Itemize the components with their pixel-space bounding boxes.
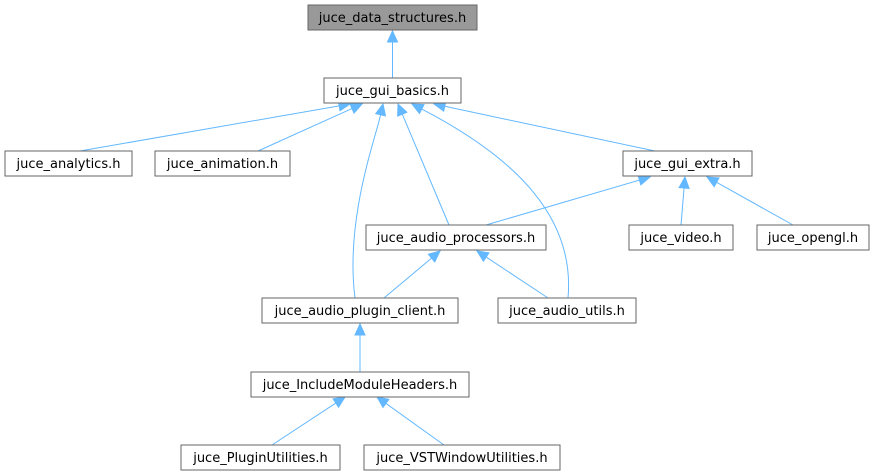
node-juce-plugin-utilities[interactable]: juce_PluginUtilities.h: [180, 444, 341, 471]
edge-line: [383, 257, 432, 299]
edge-vst_window_utilities-to-include_module_headers: [376, 396, 445, 446]
edge-audio_plugin_client-to-gui_basics: [352, 102, 387, 299]
edge-line: [444, 105, 656, 152]
node-label: juce_analytics.h: [16, 157, 121, 172]
node-juce-audio-plugin-client[interactable]: juce_audio_plugin_client.h: [261, 297, 459, 324]
node-label: juce_audio_plugin_client.h: [274, 304, 446, 319]
arrowhead: [410, 103, 425, 115]
node-label: juce_audio_processors.h: [376, 231, 535, 246]
arrowhead: [354, 322, 366, 336]
node-label: juce_VSTWindowUtilities.h: [375, 451, 547, 466]
edge-line: [79, 105, 340, 152]
node-label: juce_gui_basics.h: [335, 84, 449, 99]
arrowhead: [637, 174, 652, 186]
arrowhead: [349, 103, 364, 114]
edge-opengl-to-gui_extra: [705, 176, 794, 226]
edge-line: [716, 181, 794, 226]
edge-line: [421, 108, 570, 299]
arrowhead: [374, 102, 387, 117]
node-label: juce_opengl.h: [767, 231, 858, 246]
arrowhead: [678, 175, 690, 189]
node-juce-analytics[interactable]: juce_analytics.h: [4, 150, 133, 177]
edge-line: [680, 187, 685, 226]
edge-include_module_headers-to-audio_plugin_client: [354, 322, 366, 372]
edge-line: [485, 179, 640, 226]
node-juce-vst-window-utilities[interactable]: juce_VSTWindowUtilities.h: [363, 444, 561, 471]
node-label: juce_IncludeModuleHeaders.h: [262, 378, 458, 393]
node-juce-data-structures[interactable]: juce_data_structures.h: [307, 4, 478, 31]
edge-video-to-gui_extra: [678, 175, 690, 226]
arrowhead: [397, 102, 408, 117]
edge-audio_utils-to-gui_basics: [410, 103, 570, 299]
edge-audio_processors-to-gui_basics: [397, 102, 450, 226]
node-label: juce_gui_extra.h: [633, 157, 740, 172]
node-label: juce_animation.h: [166, 157, 278, 172]
edge-audio_processors-to-gui_extra: [485, 174, 652, 226]
node-label: juce_data_structures.h: [318, 11, 466, 26]
node-juce-audio-processors[interactable]: juce_audio_processors.h: [365, 224, 547, 251]
edges: [79, 29, 794, 446]
edge-line: [401, 113, 450, 226]
arrowhead: [376, 396, 390, 409]
node-label: juce_PluginUtilities.h: [192, 451, 328, 466]
edge-line: [385, 402, 445, 446]
node-label: juce_video.h: [639, 231, 721, 246]
node-juce-include-module-headers[interactable]: juce_IncludeModuleHeaders.h: [250, 371, 470, 398]
nodes: juce_data_structures.h juce_gui_basics.h…: [4, 4, 870, 471]
node-juce-gui-basics[interactable]: juce_gui_basics.h: [323, 77, 462, 104]
arrowhead: [705, 176, 720, 188]
node-juce-gui-extra[interactable]: juce_gui_extra.h: [622, 150, 753, 177]
arrowhead: [475, 250, 490, 263]
edge-animation-to-gui_basics: [257, 103, 364, 152]
node-juce-audio-utils[interactable]: juce_audio_utils.h: [497, 297, 637, 324]
arrowhead: [386, 29, 399, 43]
edge-audio_plugin_client-to-audio_processors: [383, 250, 441, 299]
edge-audio_utils-to-audio_processors: [475, 250, 549, 299]
edge-gui_basics-to-data_structures: [386, 29, 399, 78]
edge-line: [352, 114, 382, 299]
node-juce-animation[interactable]: juce_animation.h: [154, 150, 291, 177]
arrowhead: [332, 396, 347, 409]
edge-analytics-to-gui_basics: [79, 100, 352, 152]
node-juce-opengl[interactable]: juce_opengl.h: [756, 224, 870, 251]
edge-line: [271, 402, 337, 446]
arrowhead: [427, 250, 441, 263]
edge-gui_extra-to-gui_basics: [432, 100, 656, 152]
edge-line: [485, 256, 549, 299]
edge-line: [257, 108, 353, 152]
node-label: juce_audio_utils.h: [508, 304, 625, 319]
edge-plugin_utilities-to-include_module_headers: [271, 396, 347, 446]
node-juce-video[interactable]: juce_video.h: [628, 224, 734, 251]
